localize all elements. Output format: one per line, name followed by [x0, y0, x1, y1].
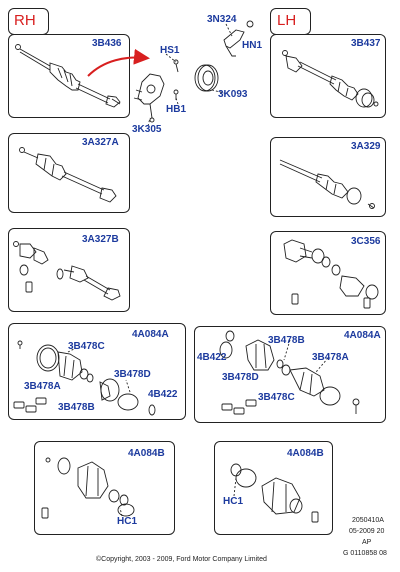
rh-side-label: RH	[14, 12, 36, 29]
callout-3b478d-lh: 3B478D	[222, 372, 259, 383]
part-label-4a084b-lh: 4A084B	[287, 448, 324, 459]
center-assembly-drawing	[134, 21, 253, 126]
copyright-text: ©Copyright, 2003 - 2009, Ford Motor Comp…	[96, 556, 267, 563]
driveshaft-3c356-drawing	[284, 240, 378, 308]
part-label-3b437: 3B437	[351, 38, 381, 49]
panel-3b436	[8, 34, 130, 118]
ref-code-1: 2050410A	[352, 517, 384, 524]
rh-side-box	[8, 8, 49, 35]
part-label-3c356: 3C356	[351, 236, 381, 247]
part-label-3b436: 3B436	[92, 38, 122, 49]
label-hn1: HN1	[242, 40, 263, 51]
callout-3b478b-lh: 3B478B	[268, 335, 305, 346]
driveshaft-3b437-drawing	[283, 51, 379, 108]
callout-3b478d-rh: 3B478D	[114, 369, 151, 380]
panel-3a329	[270, 137, 386, 217]
callout-4b422-rh: 4B422	[148, 389, 178, 400]
callout-hc1-lh: HC1	[223, 496, 244, 507]
driveshaft-3a327b-drawing	[14, 242, 121, 301]
label-hs1: HS1	[160, 45, 180, 56]
boot-kit-4a084b-lh-drawing	[231, 464, 318, 522]
rh-reference-arrow	[88, 48, 150, 76]
part-label-3a327a: 3A327A	[82, 137, 119, 148]
callout-3b478a-rh: 3B478A	[24, 381, 61, 392]
part-label-3a327b: 3A327B	[82, 234, 119, 245]
label-hb1: HB1	[166, 104, 187, 115]
boot-kit-4a084a-rh-drawing	[14, 341, 155, 415]
lh-side-label: LH	[277, 12, 297, 29]
part-label-4a084a-rh: 4A084A	[132, 329, 169, 340]
label-3n324: 3N324	[207, 14, 237, 25]
label-3k305: 3K305	[132, 124, 162, 135]
callout-3b478c-lh: 3B478C	[258, 392, 295, 403]
callout-hc1-rh: HC1	[117, 516, 138, 527]
part-label-4a084b-rh: 4A084B	[128, 448, 165, 459]
ref-code-2: 05-2009 20	[349, 528, 385, 535]
boot-kit-4a084b-rh-drawing	[42, 458, 134, 518]
panel-3c356	[270, 231, 386, 315]
driveshaft-3a327a-drawing	[20, 148, 117, 203]
driveshaft-3b436-drawing	[16, 45, 121, 108]
callout-4b422-lh: 4B422	[197, 352, 227, 363]
ref-code-3: AP	[362, 539, 372, 546]
part-label-4a084a-lh: 4A084A	[344, 330, 381, 341]
panel-3a327a	[8, 133, 130, 213]
callout-3b478b-rh: 3B478B	[58, 402, 95, 413]
part-label-3a329: 3A329	[351, 141, 381, 152]
callout-3b478c-rh: 3B478C	[68, 341, 105, 352]
panel-4a084b-rh	[34, 441, 175, 535]
driveshaft-3a329-drawing	[280, 160, 375, 209]
boot-kit-4a084a-lh-drawing	[220, 331, 359, 414]
label-3k093: 3K093	[218, 89, 248, 100]
ref-code-4: G 0110858 08	[343, 550, 387, 557]
callout-3b478a-lh: 3B478A	[312, 352, 349, 363]
